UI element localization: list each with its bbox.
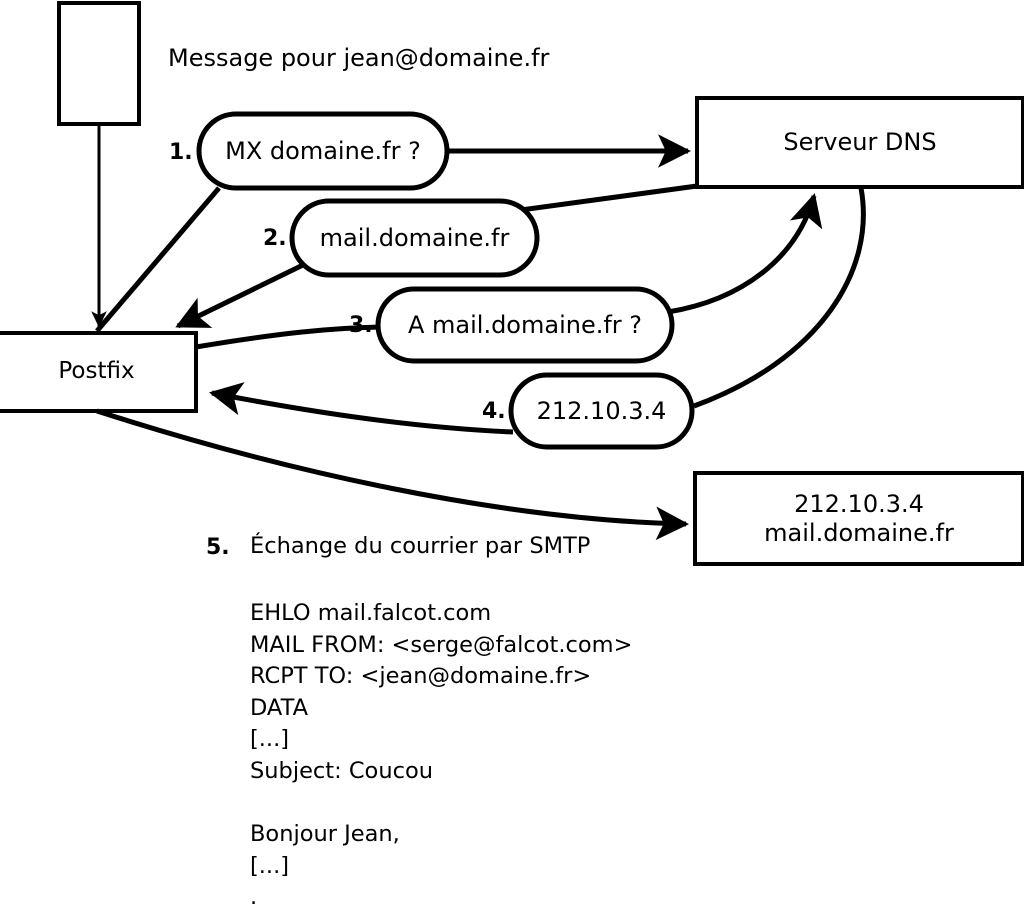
postfix-box-shape — [0, 331, 198, 413]
dns-box-shape — [695, 96, 1024, 189]
step-number-1: 1. — [169, 140, 193, 165]
mail-server-host: mail.domaine.fr — [764, 518, 954, 547]
page-title: Message pour jean@domaine.fr — [168, 44, 550, 72]
edge-step2-to-postfix — [175, 261, 307, 329]
edge-step1-tail — [95, 186, 221, 333]
bubble-3-label: A mail.domaine.fr ? — [407, 310, 643, 339]
step-number-4: 4. — [482, 399, 506, 424]
dns-box-label: Serveur DNS — [783, 128, 937, 157]
edge-step4-from-dns — [693, 187, 866, 409]
smtp-transcript: EHLO mail.falcot.com MAIL FROM: <serge@f… — [250, 600, 633, 911]
mail-server-box-label: 212.10.3.4 mail.domaine.fr — [695, 473, 1023, 564]
bubble-2-label: mail.domaine.fr — [319, 223, 510, 252]
edge-step5-smtp — [96, 408, 689, 541]
postfix-box-label: Postfix — [58, 358, 135, 385]
mail-server-ip: 212.10.3.4 — [794, 490, 924, 519]
edge-step3-to-dns — [667, 193, 823, 315]
bubble-1-shape — [196, 111, 450, 191]
edge-step4-to-postfix — [209, 382, 514, 435]
step-number-2: 2. — [263, 226, 287, 251]
bubble-1-label: MX domaine.fr ? — [225, 136, 421, 165]
step-5-caption: Échange du courrier par SMTP — [250, 533, 591, 559]
bubble-4-shape — [508, 372, 695, 450]
step-number-3: 3. — [349, 313, 373, 338]
edge-step3-tail — [195, 324, 382, 350]
bubble-4-label: 212.10.3.4 — [536, 396, 667, 425]
bubble-2-shape — [289, 198, 540, 278]
bubble-3-shape — [375, 286, 675, 364]
mail-server-box-shape — [693, 471, 1024, 566]
step-number-5: 5. — [206, 535, 230, 560]
mail-client-box-shape — [57, 1, 141, 126]
